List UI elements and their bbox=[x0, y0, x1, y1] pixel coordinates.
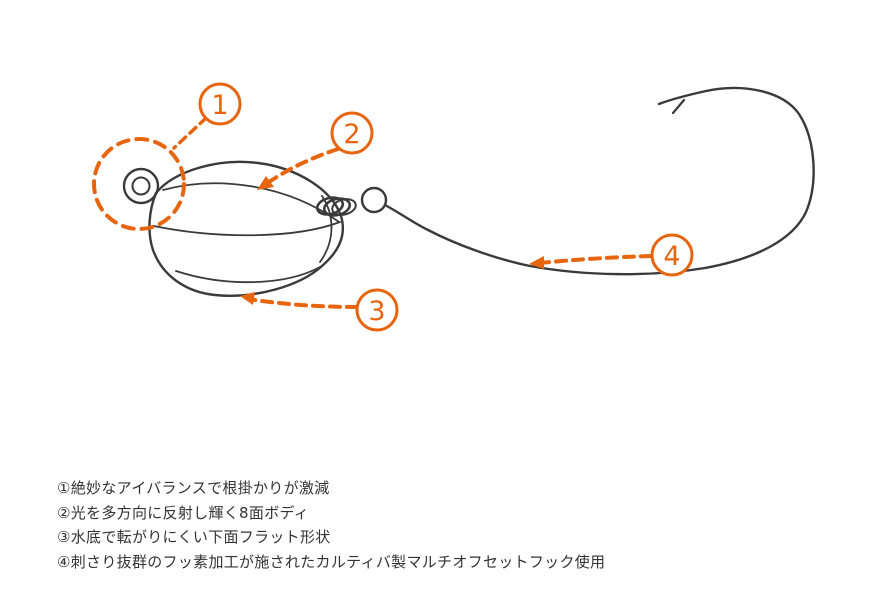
callout-2-badge: 2 bbox=[330, 111, 374, 155]
legend-item-1: ①絶妙なアイバランスで根掛かりが激減 bbox=[57, 479, 330, 497]
hook-barb bbox=[671, 98, 686, 115]
legend-item-3: ③水底で転がりにくい下面フラット形状 bbox=[57, 528, 331, 547]
head-eye-ring bbox=[122, 167, 160, 205]
callout-3-arrow bbox=[240, 292, 359, 309]
callout-3-number: 3 bbox=[368, 296, 385, 327]
arrowhead-4 bbox=[529, 256, 544, 269]
callout-4-arrow bbox=[529, 254, 653, 269]
hook bbox=[360, 86, 815, 276]
callout-1-badge: 1 bbox=[198, 82, 242, 126]
jig-head-body bbox=[148, 160, 345, 297]
callout-1-number: 1 bbox=[211, 90, 228, 121]
legend-item-2: ②光を多方向に反射し輝く8面ボディ bbox=[57, 503, 310, 522]
callout-2-arrow bbox=[257, 147, 340, 190]
callout-4-number: 4 bbox=[663, 241, 680, 272]
hook-eye bbox=[360, 186, 388, 214]
legend-item-4: ④刺さり抜群のフッ素加工が施されたカルティバ製マルチオフセットフック使用 bbox=[57, 552, 606, 571]
callout-2-number: 2 bbox=[343, 119, 360, 150]
callout-1-leader bbox=[172, 116, 208, 150]
callout-4-badge: 4 bbox=[650, 233, 694, 277]
eye-highlight-dashed-circle bbox=[92, 137, 186, 231]
split-ring bbox=[315, 196, 357, 217]
feature-legend: ①絶妙なアイバランスで根掛かりが激減 ②光を多方向に反射し輝く8面ボディ ③水底… bbox=[57, 476, 837, 574]
arrowhead-2 bbox=[257, 176, 274, 190]
arrowhead-3 bbox=[240, 292, 255, 305]
callout-3-badge: 3 bbox=[355, 288, 399, 332]
